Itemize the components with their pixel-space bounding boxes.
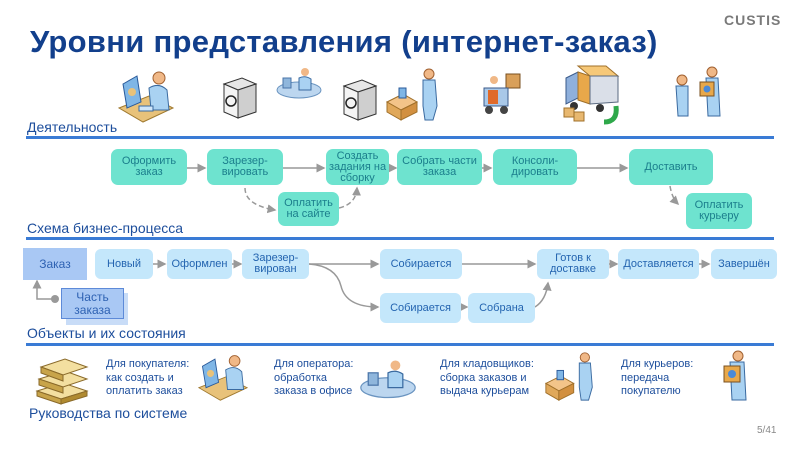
activity-place-order[interactable]: Оформить заказ [111,149,187,185]
books-icon [35,358,89,405]
arrow [338,186,362,209]
arrow [32,279,55,300]
customer-at-computer-icon [117,71,175,123]
activity-pay-online[interactable]: Оплатить на сайте [278,192,339,226]
section-divider [26,237,774,240]
activity-assemble-parts[interactable]: Собрать части заказа [397,149,482,185]
guide-line: как создать и [106,371,174,384]
guide-line: Для кладовщиков: [440,358,534,370]
object-order[interactable]: Заказ [23,248,87,280]
state-assembling[interactable]: Собирается [380,249,462,279]
guide-line: Для оператора: [274,358,354,370]
customer-at-computer-icon [197,355,249,401]
section-label-objects: Объекты и их состояния [27,325,186,341]
guide-line: Для курьеров: [621,358,694,370]
guide-warehouse[interactable]: Для кладовщиков: сборка заказов и выдача… [440,358,534,399]
activity-deliver[interactable]: Доставить [629,149,713,185]
page-number: 5/41 [757,425,777,436]
arrow [308,263,380,312]
server-icon [342,79,378,121]
forklift-icon [483,73,521,114]
guide-line: заказа в офисе [274,385,353,397]
guide-customer[interactable]: Для покупателя: как создать и оплатить з… [106,358,189,399]
section-label-guides[interactable]: Руководства по системе [29,405,188,421]
operator-desk-icon [276,68,322,99]
guide-line: выдача курьерам [440,385,530,397]
state-completed[interactable]: Завершён [711,249,777,279]
guide-courier[interactable]: Для курьеров: передача покупателю [621,358,693,399]
activity-pay-courier[interactable]: Оплатить курьеру [686,193,752,229]
state-part-assembled[interactable]: Собрана [468,293,535,323]
state-new[interactable]: Новый [95,249,153,279]
warehouse-worker-box-icon [385,68,438,121]
custis-logo: CUSTIS [724,12,782,28]
arrow [534,281,552,308]
arrow [244,187,277,214]
guide-line: покупателю [621,385,681,397]
state-ready-for-delivery[interactable]: Готов к доставке [537,249,609,279]
activity-create-tasks[interactable]: Создать задания на сборку [326,149,389,185]
section-label-process: Схема бизнес-процесса [27,220,184,236]
activity-consolidate[interactable]: Консоли-дировать [493,149,577,185]
state-reserved[interactable]: Зарезер-вирован [242,249,309,279]
state-formed[interactable]: Оформлен [167,249,232,279]
warehouse-worker-box-icon [544,352,593,401]
arrow [669,185,680,206]
guide-line: Для покупателя: [106,358,190,370]
guide-operator[interactable]: Для оператора: обработка заказа в офисе [274,358,353,399]
delivery-truck-icon [563,65,620,125]
page-title: Уровни представления (интернет-заказ) [30,24,658,59]
activity-reserve[interactable]: Зарезер-вировать [207,149,283,185]
server-icon [222,77,258,119]
object-order-part[interactable]: Часть заказа [61,288,124,319]
operator-desk-icon [360,360,416,399]
guide-line: передача [621,371,670,384]
section-divider [26,136,774,139]
state-delivering[interactable]: Доставляется [618,249,699,279]
courier-handover-icon [675,66,721,117]
courier-package-icon [723,350,747,401]
state-part-assembling[interactable]: Собирается [380,293,461,323]
guide-line: оплатить заказ [106,385,183,397]
guide-line: сборка заказов и [440,371,527,384]
section-divider [26,343,774,346]
section-label-activity: Деятельность [27,119,118,135]
guide-line: обработка [274,371,328,384]
